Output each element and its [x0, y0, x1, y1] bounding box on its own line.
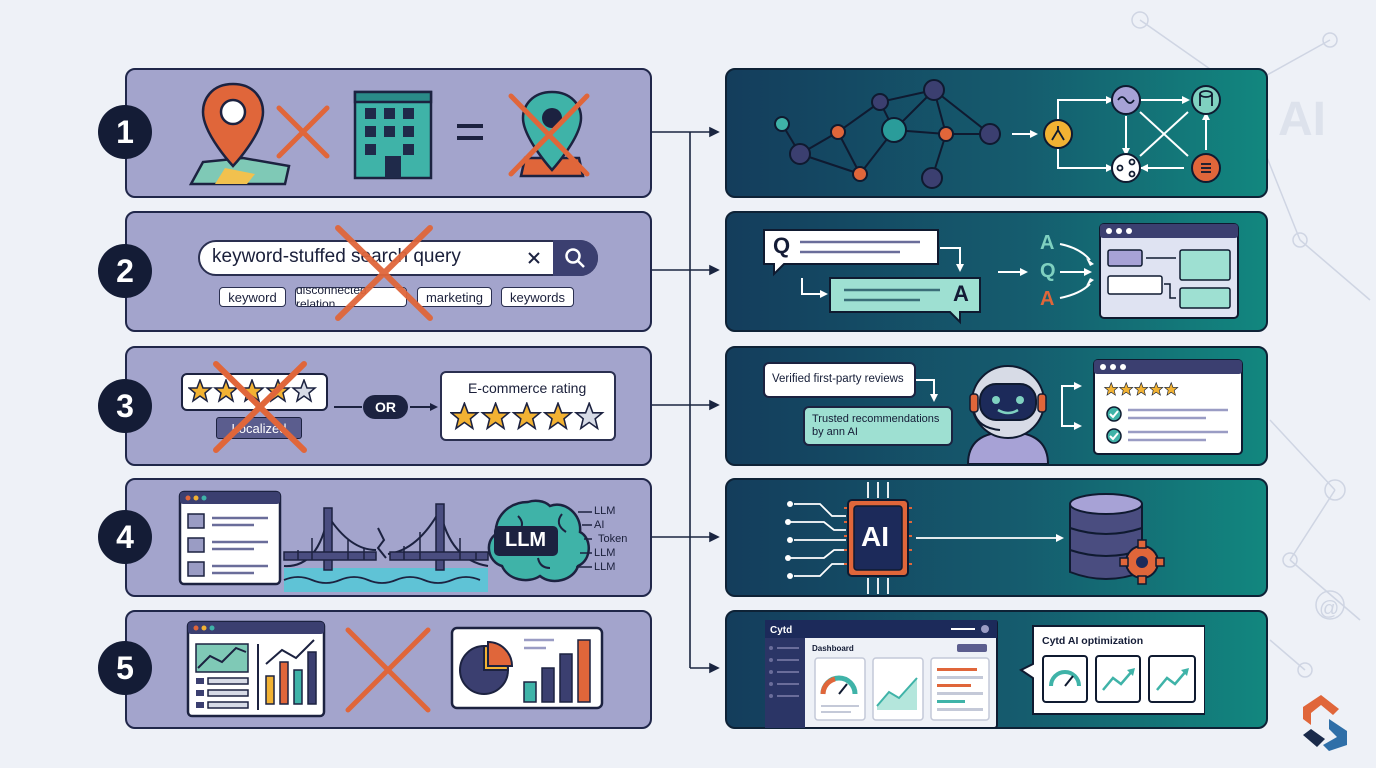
- cross-icon: [276, 105, 330, 159]
- brand-logo: [1303, 695, 1347, 751]
- row-1-illustration: [188, 82, 590, 186]
- gear-icon: [1119, 539, 1165, 585]
- knowledge-graph-diagram: [774, 79, 1221, 189]
- row-3-number: 3: [98, 379, 152, 433]
- verified-reviews-bubble: [763, 362, 916, 398]
- cross-icon: [345, 627, 431, 713]
- row-4-illustration: [178, 490, 592, 592]
- llm-label: LLM: [505, 529, 547, 551]
- search-button[interactable]: [553, 240, 598, 276]
- ecommerce-stars: [450, 402, 604, 430]
- row-2-number: 2: [98, 244, 152, 298]
- ecommerce-rating-title: E-commerce rating: [468, 380, 587, 396]
- clear-icon[interactable]: [527, 251, 541, 265]
- ai-chip-diagram: [785, 482, 1165, 594]
- token-label-4: LLM: [594, 547, 616, 559]
- pie-bar-chart-icon: [450, 626, 604, 710]
- cytd-optimization-label: Cytd AI optimization: [1042, 635, 1144, 647]
- building-icon: [353, 90, 433, 180]
- robot-icon: [966, 365, 1050, 464]
- svg-text:@: @: [1319, 598, 1339, 620]
- keyword-chip-3: marketing: [417, 287, 492, 307]
- keyword-chip-4: keywords: [501, 287, 574, 307]
- map-pin-icon: [188, 82, 291, 186]
- verified-reviews-label: Verified first-party reviews: [772, 373, 904, 385]
- trusted-recommendations-bubble: [803, 406, 953, 446]
- broken-bridge-icon: [283, 503, 489, 592]
- cytd-app-name: Cytd: [770, 625, 793, 636]
- ai-chip-label: AI: [861, 521, 889, 552]
- row-5-illustration: [186, 620, 604, 718]
- row-1-number: 1: [98, 105, 152, 159]
- row-3-cross-icon: [213, 361, 307, 453]
- or-label: OR: [363, 395, 408, 419]
- row-2-cross-icon: [335, 225, 433, 321]
- stack-a-top: A: [1040, 232, 1055, 254]
- brain-icon: [487, 499, 592, 583]
- localized-label: Localized: [216, 417, 302, 439]
- question-label: Q: [773, 233, 791, 258]
- row-4-number: 4: [98, 510, 152, 564]
- cytd-dashboard-illustration: [765, 620, 1205, 728]
- stack-a-bottom: A: [1040, 288, 1055, 310]
- review-list-card: [1093, 359, 1243, 455]
- stack-q: Q: [1040, 260, 1056, 282]
- token-label-3: Token: [598, 533, 628, 545]
- qa-diagram: [763, 223, 1239, 325]
- or-connector: [334, 403, 438, 411]
- crossed-pin-icon: [508, 90, 590, 178]
- token-label-1: LLM: [594, 505, 616, 517]
- svg-text:AI: AI: [1278, 93, 1326, 146]
- equals-icon: [457, 124, 483, 140]
- row-5-number: 5: [98, 641, 152, 695]
- right-3-illustration: [916, 359, 1243, 464]
- web-page-icon: [178, 490, 282, 586]
- dashboard-label: Dashboard: [812, 644, 854, 653]
- answer-label: A: [953, 281, 969, 306]
- trusted-recommendations-label: Trusted recommendations by ann AI: [812, 413, 940, 438]
- token-label-2: AI: [594, 519, 605, 531]
- token-label-5: LLM: [594, 561, 616, 573]
- search-icon: [565, 248, 585, 268]
- analytics-dashboard-icon: [186, 620, 326, 718]
- keyword-chip-1: keyword: [219, 287, 286, 307]
